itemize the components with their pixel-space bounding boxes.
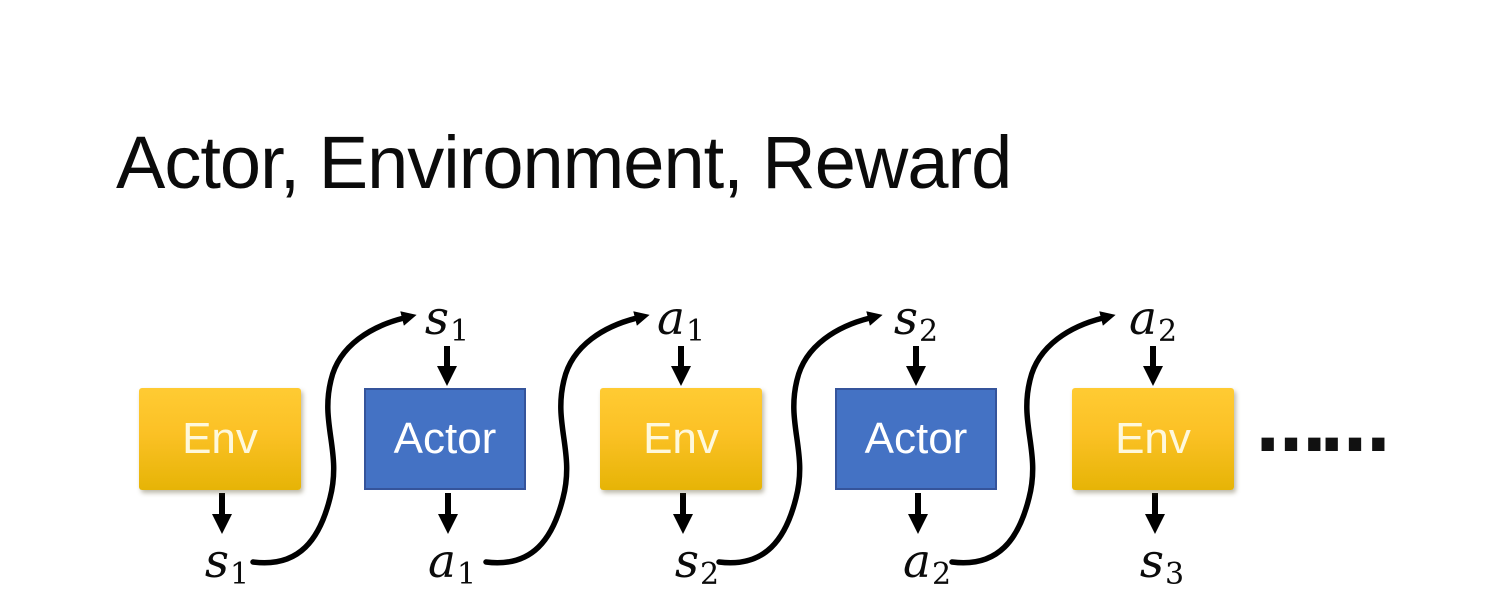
env-box-1: Env xyxy=(139,388,301,490)
bottom-label-a2-sub: 2 xyxy=(931,557,952,592)
input-arrows xyxy=(437,346,1163,386)
actor-box-2: Actor xyxy=(835,388,997,490)
bottom-label-s2-sub: 2 xyxy=(700,557,720,592)
output-arrows xyxy=(212,493,1165,534)
top-label-a2-base: a xyxy=(1128,291,1157,346)
bottom-label-s1-sub: 1 xyxy=(230,557,250,592)
top-label-a2-sub: 2 xyxy=(1157,314,1178,349)
actor-box-1: Actor xyxy=(364,388,526,490)
curve-a1-to-env-2 xyxy=(483,311,650,566)
curve-s1-to-actor-1 xyxy=(250,311,417,566)
curve-a2-to-env-3 xyxy=(949,311,1116,566)
top-label-s2-base: s xyxy=(893,291,919,346)
top-label-s1-sub: 1 xyxy=(450,314,470,349)
actor-box-2-label: Actor xyxy=(864,414,968,463)
top-label-s2-sub: 2 xyxy=(919,314,939,349)
env-box-3: Env xyxy=(1072,388,1234,490)
actor-box-1-label: Actor xyxy=(393,414,497,463)
top-label-a1-sub: 1 xyxy=(685,314,706,349)
env-box-2: Env xyxy=(600,388,762,490)
env-box-2-label: Env xyxy=(643,414,719,463)
bottom-label-s2-base: s xyxy=(674,534,700,589)
bottom-label-a1-sub: 1 xyxy=(456,557,477,592)
curve-s2-to-actor-2 xyxy=(716,311,883,566)
page-title: Actor, Environment, Reward xyxy=(116,121,1012,204)
bottom-label-s1-base: s xyxy=(204,534,230,589)
bottom-label-a1-base: a xyxy=(427,534,456,589)
bottom-label-a2-base: a xyxy=(902,534,931,589)
top-label-a1-base: a xyxy=(656,291,685,346)
env-box-1-label: Env xyxy=(182,414,258,463)
top-label-s1-base: s xyxy=(424,291,450,346)
bottom-label-s3-base: s xyxy=(1139,534,1165,589)
feedforward-curves xyxy=(250,311,1116,566)
env-box-3-label: Env xyxy=(1115,414,1191,463)
ellipsis-dots: …… xyxy=(1256,386,1390,468)
bottom-label-s3-sub: 3 xyxy=(1165,557,1185,592)
